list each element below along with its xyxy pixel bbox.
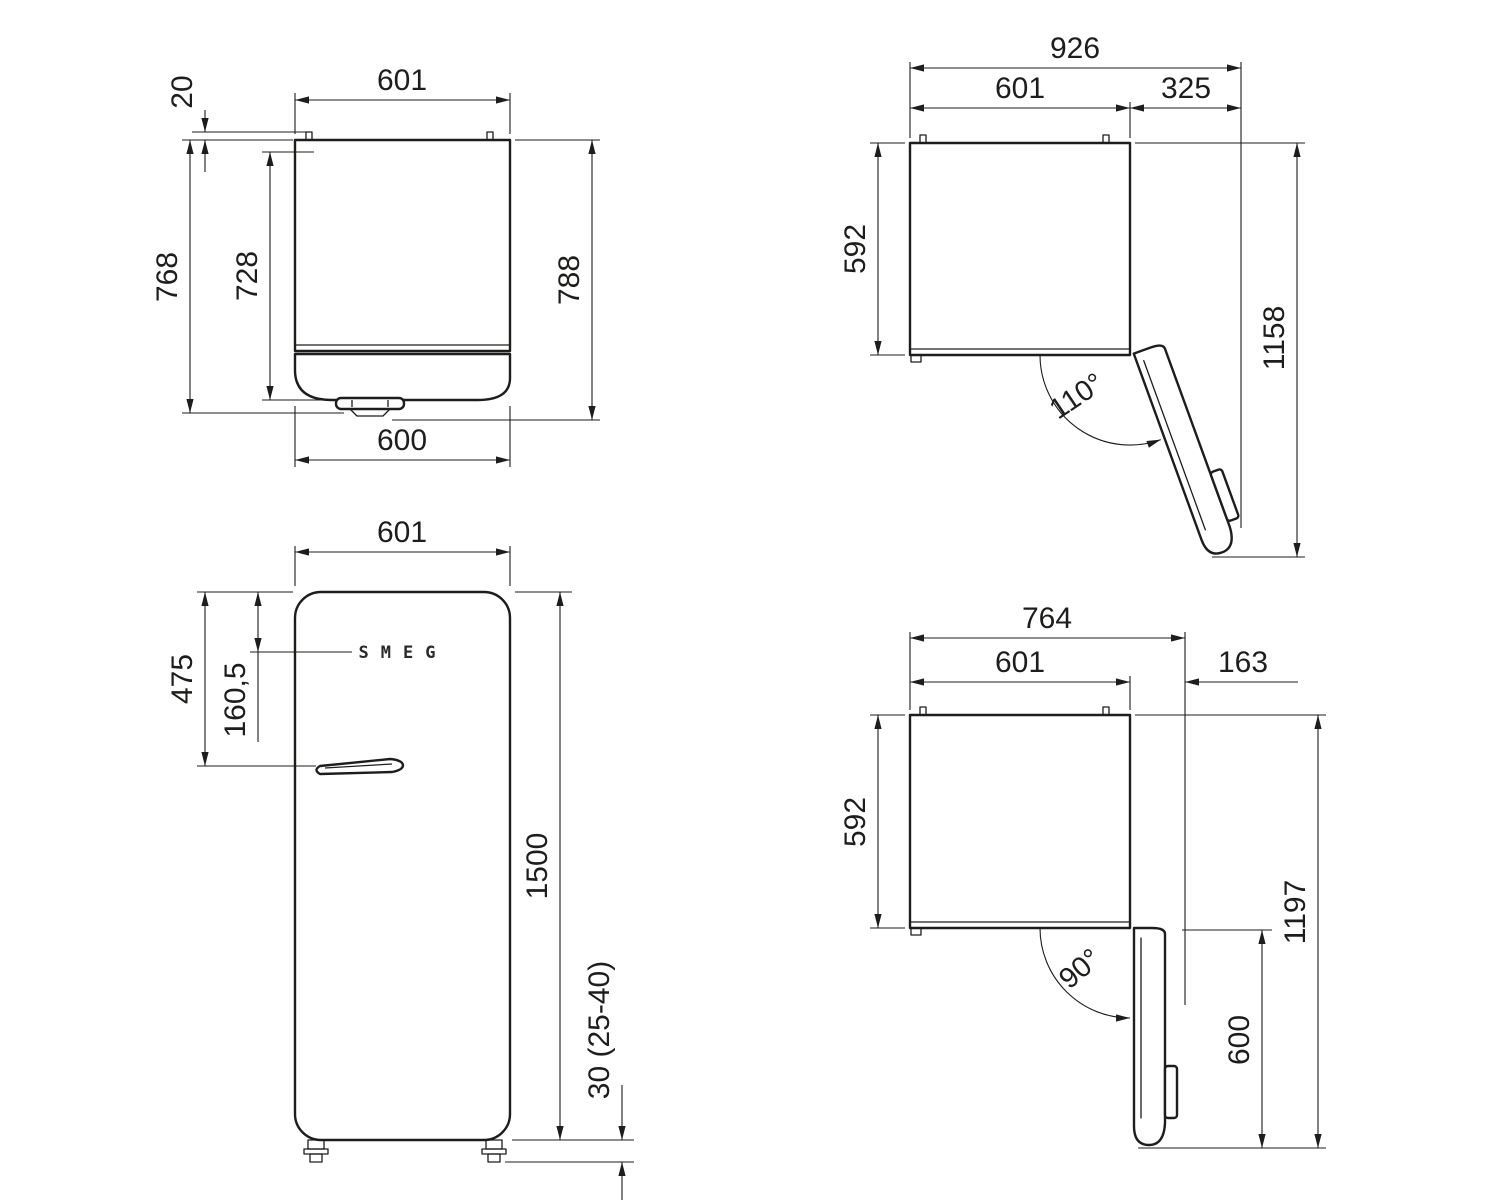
dim-label-height: 1500 [521,833,554,900]
rear-spacer-right [486,131,494,141]
dim-label-handle: 475 [166,654,199,704]
door-swing-arc [1039,927,1131,1022]
dim-door-width-600: 600 [294,406,511,467]
dim-rear-spacer-20: 20 [166,75,306,172]
foot-right [481,1139,507,1163]
dim-width-601: 601 [294,64,511,134]
dim-logo-160-5: 160,5 [219,592,352,742]
dim-body-depth-592: 592 [839,142,905,356]
door-top-view [293,352,512,402]
dim-label-depth-handle: 788 [553,255,586,305]
fridge-front: SMEG [293,590,512,1163]
dim-label-door-depth: 600 [1223,1015,1256,1065]
dim-depth-768: 768 [151,139,344,414]
foot-left [303,1139,329,1163]
rear-spacer-left [919,134,927,144]
door-handle [1209,468,1240,522]
door-swing-arc [1039,354,1161,448]
dim-label-overall-width: 926 [1050,32,1100,65]
dim-height-1500: 1500 [512,591,634,1141]
dim-overall-width-764: 764 [909,602,1186,1005]
dim-overall-width-926: 926 [909,32,1242,528]
cabinet-top-view [908,134,1132,363]
dim-label-door-side: 325 [1161,72,1211,105]
dim-door-side-325: 325 [1130,72,1241,112]
dim-depth-788: 788 [392,139,600,421]
dim-label-rear-spacer: 20 [166,75,199,108]
dim-width-601: 601 [910,72,1131,138]
dim-label-body-depth: 592 [839,224,872,274]
cabinet-top-view [293,131,512,417]
dim-width-601: 601 [294,516,511,586]
foot [910,927,922,936]
dim-label-overall-width: 764 [1022,602,1072,635]
handle-top-view [334,396,406,417]
angle-label: 110° [1044,367,1110,426]
dim-overall-depth-1158: 1158 [1135,142,1305,558]
view-top-open-90: 90° 764 601 163 592 1197 [839,602,1326,1149]
dim-label-width: 601 [377,64,427,97]
dim-depth-728: 728 [231,151,330,401]
rear-spacer-left [305,131,313,141]
view-top-open-110: 110° 926 601 325 592 1158 [839,32,1305,558]
dim-label-width: 601 [995,72,1045,105]
dim-door-side-163: 163 [1185,646,1298,686]
dim-label-depth-door: 768 [151,252,184,302]
smeg-logo: SMEG [359,643,448,663]
cabinet-top-view [908,706,1132,936]
door-handle-front [315,757,405,776]
dim-door-depth-600: 600 [1182,929,1272,1148]
dim-handle-475: 475 [166,591,316,767]
dim-width-601: 601 [910,646,1131,710]
door-open-90 [1132,926,1179,1147]
dim-label-feet: 30 (25-40) [583,961,616,1099]
dim-label-depth-body: 728 [231,251,264,301]
view-front: SMEG 601 475 [166,516,634,1200]
dim-body-depth-592: 592 [839,714,905,929]
door-open-110 [1132,344,1240,555]
dim-label-width: 601 [377,516,427,549]
door-handle [1163,1064,1179,1120]
view-top-closed: 601 20 768 728 788 [151,64,600,467]
dim-label-door-side: 163 [1218,646,1268,679]
angle-label: 90° [1053,943,1107,996]
dim-label-body-depth: 592 [839,797,872,847]
dim-label-logo: 160,5 [219,662,252,737]
dim-feet-30: 30 (25-40) [505,961,634,1200]
dim-overall-depth-1197: 1197 [1135,714,1326,1149]
rear-spacer-right [1102,134,1110,144]
dim-label-door-width: 600 [377,424,427,457]
dim-label-width: 601 [995,646,1045,679]
rear-spacer-left [919,706,927,716]
dim-label-overall-depth: 1197 [1279,880,1312,945]
foot [910,354,922,363]
rear-spacer-right [1102,706,1110,716]
dim-label-overall-depth: 1158 [1258,306,1291,371]
